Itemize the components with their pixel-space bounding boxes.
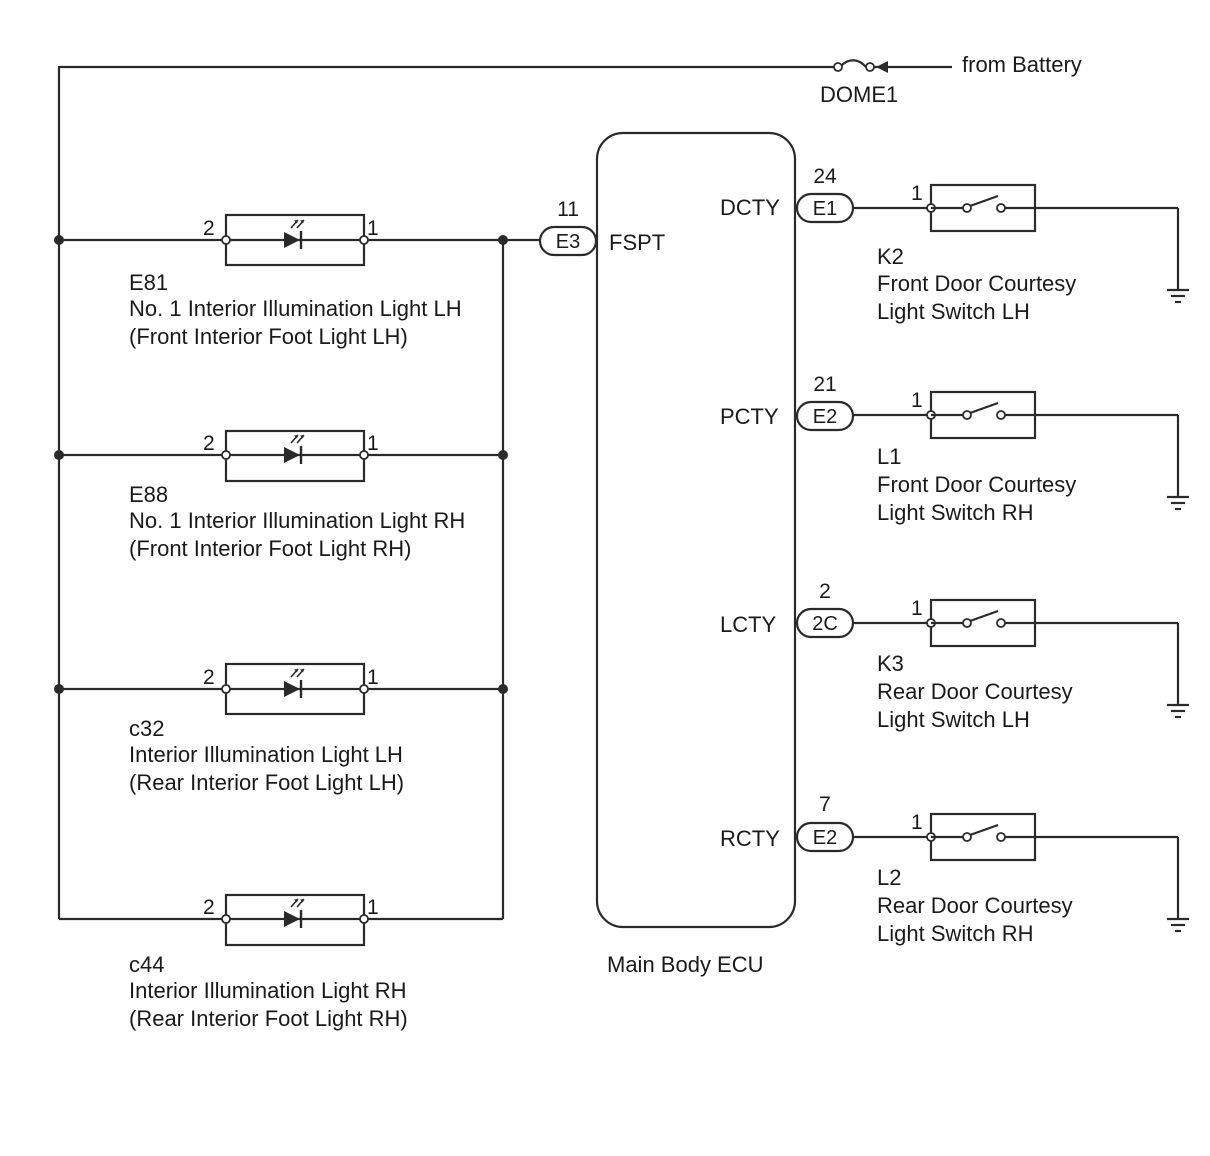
light-alt-name: (Front Interior Foot Light RH) — [129, 536, 411, 561]
ground-icon — [1165, 288, 1191, 304]
pin-label: 1 — [367, 432, 379, 455]
pin-label: 2 — [203, 666, 215, 689]
pin-label: 1 — [367, 896, 379, 919]
light-e81: 2 1 E81 No. 1 Interior Illumination Ligh… — [54, 213, 508, 349]
switch-branch-3: 2C 2 1 K3 Rear Door Courtesy Light Switc… — [795, 580, 1191, 732]
switch-name-line2: Light Switch LH — [877, 707, 1030, 732]
pin-label: 2 — [203, 432, 215, 455]
pin-label: 2 — [203, 217, 215, 240]
ecu-terminal: PCTY — [720, 404, 779, 429]
battery-source-label: from Battery — [962, 52, 1082, 77]
switch-contact-icon — [969, 609, 999, 623]
pin-label: 1 — [367, 217, 379, 240]
connector-label: E1 — [813, 198, 837, 220]
switch-code: L1 — [877, 444, 901, 469]
light-e88: 2 1 E88 No. 1 Interior Illumination Ligh… — [54, 429, 508, 561]
switch-code: K3 — [877, 651, 904, 676]
ecu-terminal: DCTY — [720, 195, 780, 220]
ground-icon — [1165, 703, 1191, 719]
switch-name-line1: Rear Door Courtesy — [877, 893, 1073, 918]
pin-label: 1 — [911, 811, 923, 834]
ecu-terminal: RCTY — [720, 826, 780, 851]
ecu-terminal-fspt: FSPT — [609, 230, 665, 255]
pin-label: 21 — [813, 373, 836, 396]
pin-label: 11 — [557, 198, 579, 221]
light-name: Interior Illumination Light LH — [129, 742, 403, 767]
switch-branch-4: E2 7 1 L2 Rear Door Courtesy Light Switc… — [795, 793, 1191, 946]
pin-label: 1 — [911, 182, 923, 205]
switch-name-line2: Light Switch RH — [877, 921, 1034, 946]
pin-label: 1 — [367, 666, 379, 689]
light-code: E81 — [129, 270, 168, 295]
fuse-label: DOME1 — [820, 82, 898, 107]
switch-code: K2 — [877, 244, 904, 269]
switch-contact-icon — [969, 194, 999, 208]
pin-label: 2 — [203, 896, 215, 919]
arrow-left-icon — [876, 61, 888, 73]
light-code: c44 — [129, 952, 164, 977]
pin-label: 1 — [911, 597, 923, 620]
light-alt-name: (Rear Interior Foot Light LH) — [129, 770, 404, 795]
light-name: No. 1 Interior Illumination Light RH — [129, 508, 465, 533]
switch-branch-1: E1 24 1 K2 Front Door Courtesy Light Swi… — [795, 165, 1191, 324]
switch-name-line2: Light Switch LH — [877, 299, 1030, 324]
light-code: c32 — [129, 716, 164, 741]
pin-label: 7 — [819, 793, 831, 816]
ecu-input-connector: E3 11 — [538, 198, 598, 257]
switch-branch-2: E2 21 1 L1 Front Door Courtesy Light Swi… — [795, 373, 1191, 525]
pin-label: 2 — [819, 580, 831, 603]
ecu-terminal: LCTY — [720, 612, 777, 637]
connector-label: E2 — [813, 406, 837, 428]
connector-label: E2 — [813, 827, 837, 849]
switch-name-line1: Front Door Courtesy — [877, 472, 1076, 497]
switch-code: L2 — [877, 865, 901, 890]
switch-contact-icon — [969, 401, 999, 415]
switch-name-line1: Front Door Courtesy — [877, 271, 1076, 296]
light-c44: 2 1 c44 Interior Illumination Light RH (… — [59, 893, 503, 1031]
battery-feed: from Battery DOME1 — [57, 52, 1082, 919]
light-code: E88 — [129, 482, 168, 507]
switch-name-line2: Light Switch RH — [877, 500, 1034, 525]
light-name: Interior Illumination Light RH — [129, 978, 407, 1003]
ground-icon — [1165, 917, 1191, 933]
dome1-fuse-icon — [839, 59, 867, 68]
light-name: No. 1 Interior Illumination Light LH — [129, 296, 462, 321]
ecu-name: Main Body ECU — [607, 952, 764, 977]
light-c32: 2 1 c32 Interior Illumination Light LH (… — [54, 662, 508, 795]
pin-label: 24 — [813, 165, 837, 188]
switch-contact-icon — [969, 823, 999, 837]
connector-label: E3 — [556, 231, 580, 253]
main-body-ecu: FSPT Main Body ECU DCTY PCTY LCTY RCTY — [595, 131, 797, 977]
light-alt-name: (Front Interior Foot Light LH) — [129, 324, 408, 349]
switch-name-line1: Rear Door Courtesy — [877, 679, 1073, 704]
pin-label: 1 — [911, 389, 923, 412]
connector-label: 2C — [812, 613, 838, 635]
ground-icon — [1165, 495, 1191, 511]
light-alt-name: (Rear Interior Foot Light RH) — [129, 1006, 408, 1031]
